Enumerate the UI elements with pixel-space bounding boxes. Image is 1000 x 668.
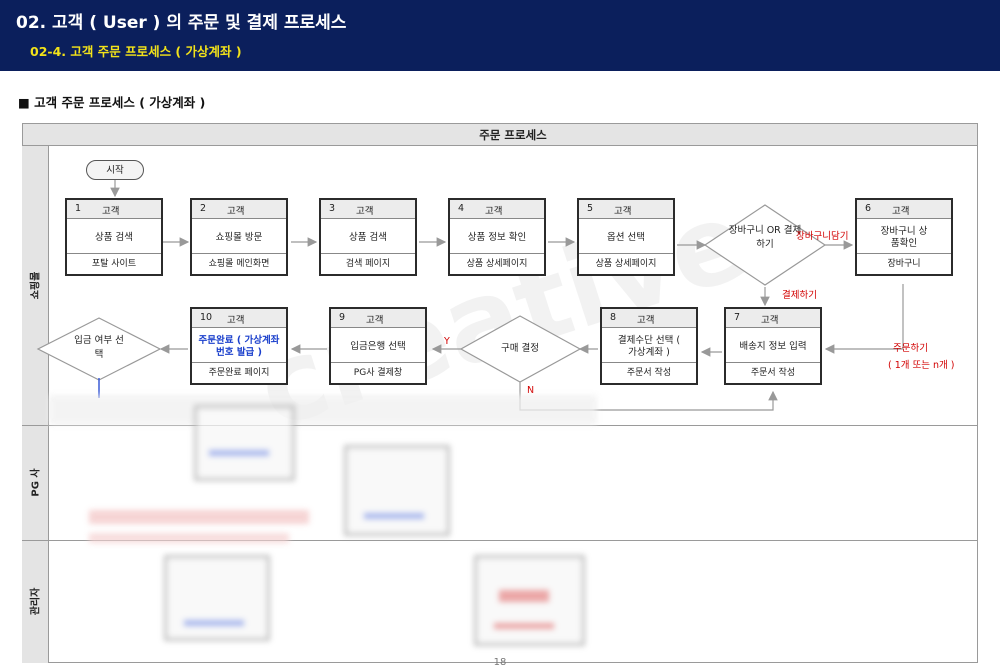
note-yes: Y [444, 336, 450, 347]
lane-divider-1 [22, 425, 978, 426]
blurred-region [49, 395, 597, 663]
note-no: N [527, 385, 535, 396]
decision-cart-or-pay [703, 204, 827, 286]
page-title: 02. 고객 ( User ) 의 주문 및 결제 프로세스 [16, 13, 347, 33]
start-node: 시작 [86, 160, 144, 180]
note-quantity: ( 1개 또는 n개 ) [888, 360, 955, 371]
decision-deposit-label: 입금 여부 선택 [74, 335, 124, 360]
note-order: 주문하기 [893, 343, 928, 354]
lane-label-column [22, 146, 49, 663]
decision-purchase-label: 구매 결정 [501, 343, 539, 354]
page-subtitle: 02-4. 고객 주문 프로세스 ( 가상계좌 ) [30, 44, 242, 59]
page-number: 18 [493, 657, 507, 668]
page-header: 02. 고객 ( User ) 의 주문 및 결제 프로세스 02-4. 고객 … [0, 0, 1000, 71]
note-checkout: 결제하기 [782, 290, 817, 301]
arrow-6-to-7 [824, 284, 904, 354]
decision-cart-or-pay-label: 장바구니 OR 결제하기 [728, 225, 802, 250]
decision-purchase [459, 315, 582, 383]
process-table-header-label: 주문 프로세스 [479, 128, 547, 142]
lane-divider-2 [22, 540, 978, 541]
note-add-to-cart: 장바구니담기 [796, 231, 849, 242]
process-table-header: 주문 프로세스 [22, 123, 978, 146]
section-title: ■ 고객 주문 프로세스 ( 가상계좌 ) [18, 95, 206, 110]
